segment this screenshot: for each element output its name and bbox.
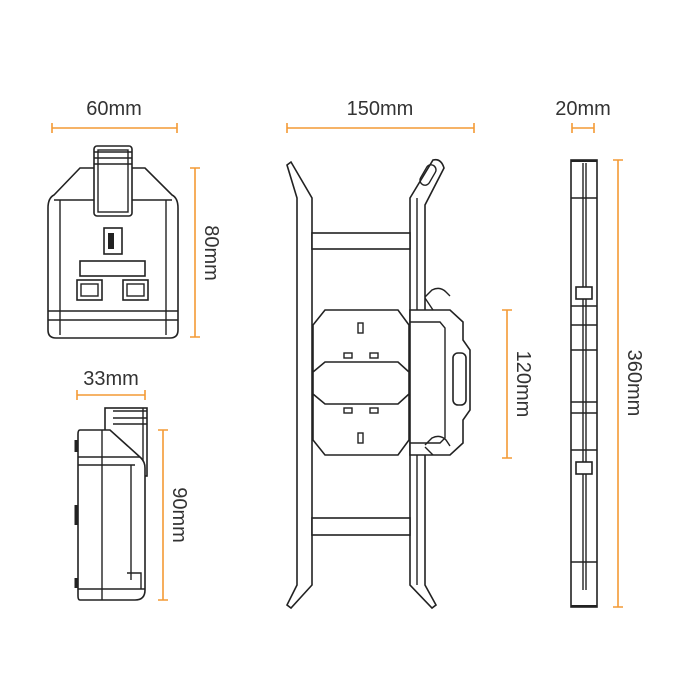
label-reel-socket-height: 120mm: [512, 351, 534, 418]
dimension-reel-socket-height: 120mm: [502, 309, 534, 459]
reel-side-view: [570, 159, 598, 608]
label-front-height: 80mm: [200, 225, 222, 281]
dimension-side-height: 90mm: [158, 429, 190, 601]
label-reel-depth: 20mm: [555, 98, 611, 120]
label-side-height: 90mm: [168, 487, 190, 543]
dimension-reel-width: 150mm: [286, 98, 475, 133]
dimension-front-height: 80mm: [190, 167, 222, 338]
label-reel-height: 360mm: [623, 350, 645, 417]
reel-front-view: [285, 158, 471, 610]
label-reel-width: 150mm: [347, 98, 414, 120]
dimension-front-width: 60mm: [51, 98, 178, 133]
dimension-reel-height: 360mm: [613, 159, 645, 608]
dimension-reel-depth: 20mm: [555, 98, 611, 133]
plug-front-view: [47, 145, 179, 339]
dimension-side-depth: 33mm: [76, 368, 146, 400]
label-front-width: 60mm: [86, 98, 142, 120]
plug-side-view: [74, 407, 148, 601]
label-side-depth: 33mm: [83, 368, 139, 390]
